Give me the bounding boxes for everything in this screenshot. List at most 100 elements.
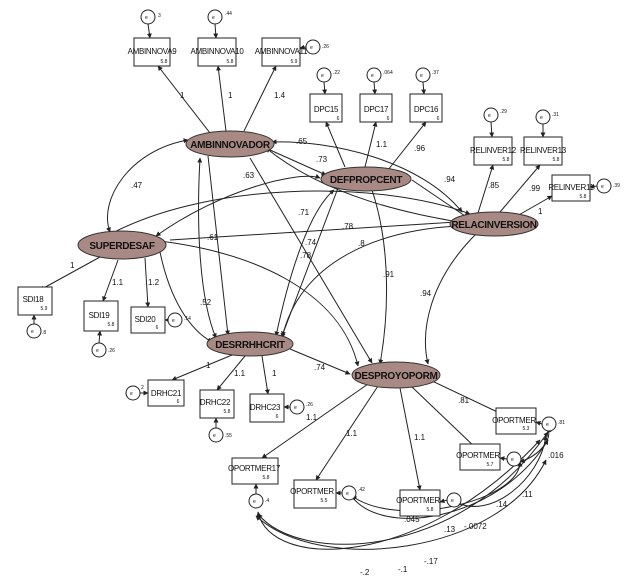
svg-text:.064: .064 <box>383 70 393 76</box>
coefficient-layer: 1 1 1.4 .65 .73 .63 .47 .71 .78 .8 .94 .… <box>70 91 564 577</box>
coef-label: .52 <box>200 298 212 307</box>
coef-label: .73 <box>316 155 328 164</box>
svg-text:5.8: 5.8 <box>580 194 587 200</box>
indicator-dpc16[interactable]: DPC16 6 <box>409 93 443 123</box>
coef-label: 1.1 <box>112 278 124 287</box>
svg-text:RELINVER12: RELINVER12 <box>470 146 517 155</box>
svg-text:e: e <box>145 15 148 21</box>
latent-superdesaf[interactable]: SUPERDESAF <box>77 230 167 260</box>
path-rel-relinver11 <box>516 195 553 217</box>
coef-label: 1 <box>70 261 75 270</box>
coef-label: .63 <box>243 171 255 180</box>
svg-text:5.8: 5.8 <box>108 322 115 328</box>
error-term: e .22 <box>316 67 340 95</box>
coef-label: .14 <box>496 500 508 509</box>
svg-text:3: 3 <box>158 13 161 19</box>
indicator-oportmer-c[interactable]: OPORTMER 5.7 <box>456 443 501 471</box>
indicator-layer: AMBINNOVA9 5.8 AMBINNOVA10 5.8 AMBINNOVA… <box>17 37 595 517</box>
svg-text:SUPERDESAF: SUPERDESAF <box>89 241 155 252</box>
indicator-ambinnova9[interactable]: AMBINNOVA9 5.8 <box>128 37 178 67</box>
indicator-relinver11[interactable]: RELINVER11 5.8 <box>548 174 595 202</box>
svg-text:e: e <box>253 499 256 505</box>
indicator-oportmer17[interactable]: OPORTMER17 5.8 <box>228 457 281 485</box>
error-term: e <box>439 492 462 508</box>
coef-label: -.1 <box>398 565 408 574</box>
indicator-sdi20[interactable]: SDI20 6 <box>130 306 166 334</box>
latent-desproyoporm[interactable]: DESPROYOPORM <box>351 361 441 389</box>
path-sup-sdi19 <box>102 259 119 302</box>
path-rel-relinver12 <box>477 164 495 214</box>
error-term: e 2 <box>125 385 149 401</box>
indicator-relinver12[interactable]: RELINVER12 5.8 <box>470 136 517 166</box>
svg-text:.81: .81 <box>558 420 565 426</box>
svg-text:SDI18: SDI18 <box>23 295 45 304</box>
svg-text:e: e <box>511 457 514 463</box>
svg-text:e: e <box>488 113 491 119</box>
indicator-drhc21[interactable]: DRHC21 6 <box>147 379 185 407</box>
svg-text:DPC17: DPC17 <box>364 105 389 114</box>
cov-sup-def <box>155 174 321 237</box>
error-term: e .8 <box>26 314 46 339</box>
svg-text:AMBINNOVADOR: AMBINNOVADOR <box>190 140 271 151</box>
svg-text:OPORTMER: OPORTMER <box>456 451 500 460</box>
svg-text:.55: .55 <box>225 433 232 439</box>
svg-text:DESPROYOPORM: DESPROYOPORM <box>354 371 437 382</box>
coef-label: .11 <box>522 490 533 499</box>
coef-label: .8 <box>358 239 365 248</box>
indicator-sdi18[interactable]: SDI18 5.9 <box>17 286 53 316</box>
indicator-dpc15[interactable]: DPC15 6 <box>309 93 343 123</box>
svg-text:e: e <box>371 73 374 79</box>
coef-label: -.17 <box>424 557 438 566</box>
svg-text:e: e <box>420 73 423 79</box>
svg-text:e: e <box>130 391 133 397</box>
path-dpy-oportmer-d <box>429 379 509 418</box>
coef-label: .61 <box>207 233 219 242</box>
svg-text:OPORTMER: OPORTMER <box>492 416 536 425</box>
svg-text:e: e <box>451 498 454 504</box>
path-amb-ambinnova11 <box>243 65 277 132</box>
error-term: e .31 <box>535 109 559 138</box>
indicator-oportmer-d[interactable]: OPORTMER 5.3 <box>492 407 537 435</box>
indicator-oportmer-b[interactable]: OPORTMER 5.8 <box>396 489 441 517</box>
svg-text:DRHC21: DRHC21 <box>151 389 182 398</box>
indicator-sdi19[interactable]: SDI19 5.8 <box>83 300 119 332</box>
latent-ambinnovador[interactable]: AMBINNOVADOR <box>185 130 275 158</box>
error-term: e .55 <box>208 417 232 443</box>
cov-amb-drh <box>197 157 217 339</box>
indicator-drhc22[interactable]: DRHC22 5.8 <box>199 389 235 419</box>
svg-text:.4: .4 <box>265 498 269 504</box>
coef-label: .99 <box>529 184 541 193</box>
error-term: e .4 <box>248 483 269 509</box>
coef-label: 1 <box>180 91 185 100</box>
path-rel-dpy <box>424 233 477 365</box>
svg-text:SDI19: SDI19 <box>89 311 111 320</box>
coef-label: .045 <box>404 515 420 524</box>
svg-text:6: 6 <box>177 399 180 405</box>
indicator-ambinnova11[interactable]: AMBINNOVA11 5.9 <box>255 37 308 67</box>
latent-desrrhhcrit[interactable]: DESRRHHCRIT <box>206 331 294 357</box>
indicator-dpc17[interactable]: DPC17 6 <box>359 93 393 123</box>
indicator-ambinnova10[interactable]: AMBINNOVA10 5.8 <box>190 37 245 67</box>
svg-text:OPORTMER: OPORTMER <box>290 487 334 496</box>
svg-text:e: e <box>31 329 34 335</box>
path-rel-relinver13 <box>499 164 541 213</box>
svg-text:5.8: 5.8 <box>553 157 560 163</box>
svg-text:DRHC23: DRHC23 <box>250 403 281 412</box>
latent-relacinversion[interactable]: RELACINVERSION <box>449 211 539 237</box>
coef-label: .78 <box>300 251 312 260</box>
latent-defpropcent[interactable]: DEFPROPCENT <box>320 166 412 192</box>
error-term: e 3 <box>140 9 161 39</box>
coef-label: -.2 <box>360 568 370 577</box>
svg-text:AMBINNOVA9: AMBINNOVA9 <box>128 47 178 56</box>
svg-text:2: 2 <box>141 385 144 391</box>
svg-text:DRHC22: DRHC22 <box>200 398 231 407</box>
coef-label: .74 <box>314 363 326 372</box>
svg-text:e: e <box>546 422 549 428</box>
indicator-drhc23[interactable]: DRHC23 6 <box>249 393 285 423</box>
path-def-dpc15 <box>325 121 346 168</box>
svg-text:.29: .29 <box>500 109 507 115</box>
indicator-relinver13[interactable]: RELINVER13 5.8 <box>520 136 567 166</box>
coef-label: .81 <box>458 396 470 405</box>
indicator-oportmer-a[interactable]: OPORTMER 5.5 <box>290 479 337 509</box>
